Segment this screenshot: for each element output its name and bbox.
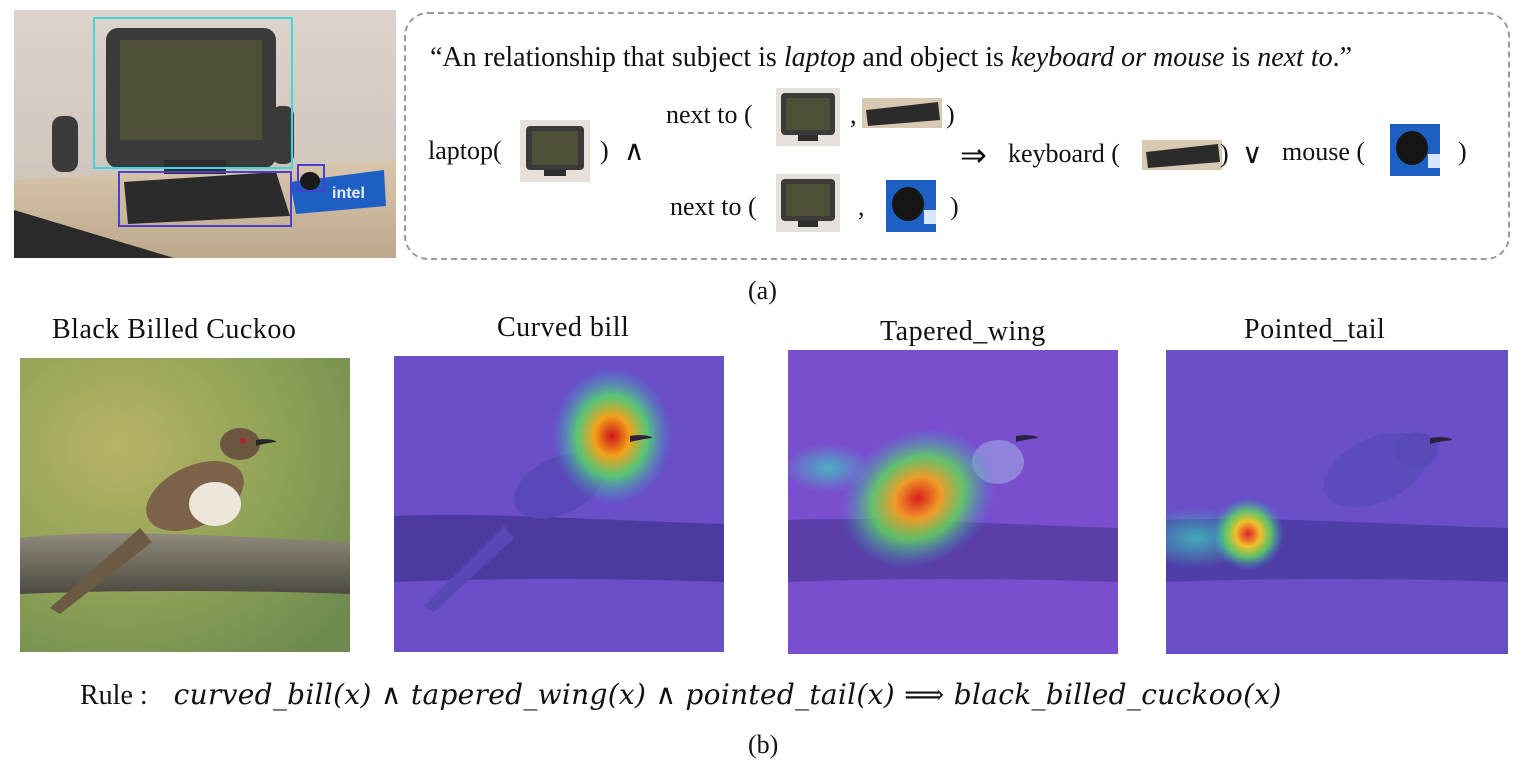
keyboard-bbox [118,171,292,227]
panel-title-curved-bill: Curved bill [497,312,630,343]
keyboard-thumbnail [1142,140,1222,170]
and-symbol: ∧ [624,134,645,167]
attention-hotspot [841,428,995,568]
close-paren: ) [950,192,959,221]
rule-formula: curved_bill(x) ∧ tapered_wing(x) ∧ point… [173,678,1282,711]
close-paren: ) [1458,137,1467,166]
svg-text:intel: intel [332,185,365,202]
comma: , [858,192,865,221]
close-paren: ) [600,136,609,165]
next-to-predicate-2: next to ( [670,192,757,221]
caption-a: (a) [748,276,777,305]
panel-title-pointed-tail: Pointed_tail [1244,314,1386,345]
relationship-quote: “An relationship that subject is laptop … [430,42,1353,73]
comma: , [850,100,857,129]
heatmap-pointed-tail [1166,350,1508,654]
close-paren: ) [1220,139,1229,168]
bird-photo [20,358,350,652]
mouse-thumbnail [1390,124,1440,176]
close-paren: ) [946,100,955,129]
panel-title-tapered-wing: Tapered_wing [880,316,1046,347]
rule-label: Rule : [80,680,148,711]
implies-symbol: ⇒ [960,136,987,174]
attention-hotspot [552,368,672,504]
logic-rule-box [404,12,1510,260]
heatmap-curved-bill [394,356,724,652]
monitor-thumbnail [520,120,590,182]
heatmap-tapered-wing [788,350,1118,654]
laptop-bbox [93,17,293,169]
monitor-thumbnail [776,88,840,146]
panel-title-class: Black Billed Cuckoo [52,314,297,345]
next-to-predicate-1: next to ( [666,100,753,129]
attention-hotspot [1212,498,1284,570]
caption-b: (b) [748,730,779,759]
scene-photo: intel [14,10,396,258]
keyboard-thumbnail [862,98,942,128]
mouse-thumbnail [886,180,936,232]
monitor-thumbnail [776,174,840,232]
rule-line: Rule : curved_bill(x) ∧ tapered_wing(x) ∧… [80,678,1282,712]
keyboard-predicate: keyboard ( [1008,139,1120,168]
or-symbol: ∨ [1242,137,1263,170]
laptop-predicate: laptop( [428,136,502,165]
mouse-predicate: mouse ( [1282,137,1366,166]
mouse-bbox [297,164,325,192]
